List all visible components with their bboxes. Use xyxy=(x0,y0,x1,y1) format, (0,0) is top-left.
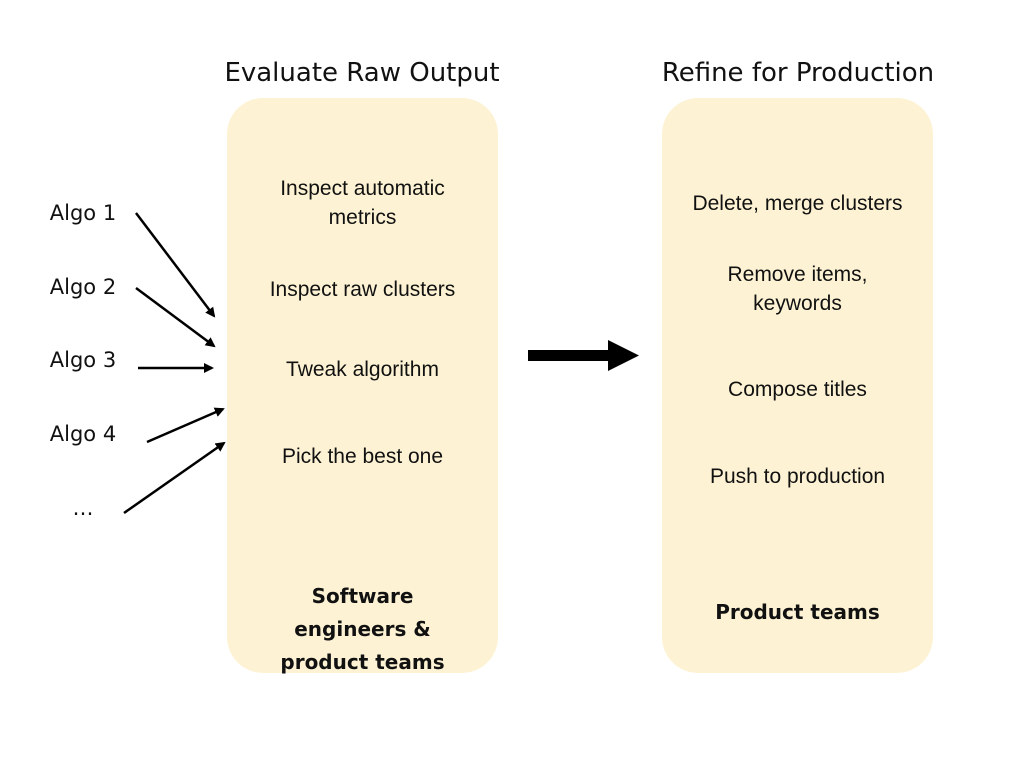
algo-input-3: Algo 3 xyxy=(49,348,117,372)
arrow-algo-4 xyxy=(146,407,225,444)
main-flow-arrow-shaft xyxy=(528,350,610,361)
step-tweak-algorithm: Tweak algorithm xyxy=(286,358,439,381)
step-inspect-metrics: Inspect automatic metrics xyxy=(280,177,445,229)
algo-input-2: Algo 2 xyxy=(49,275,117,299)
arrow-algo-1 xyxy=(135,212,216,318)
step-pick-best: Pick the best one xyxy=(281,445,444,468)
arrow-algo-2 xyxy=(135,286,216,348)
refine-team-label: Product teams xyxy=(715,600,880,624)
evaluate-team-label: Software engineers & product teams xyxy=(280,584,445,674)
algo-input-4: Algo 4 xyxy=(49,422,117,446)
step-delete-merge: Delete, merge clusters xyxy=(692,192,903,215)
refine-column-title: Refine for Production xyxy=(661,58,935,88)
step-remove-items: Remove items, keywords xyxy=(727,263,868,315)
step-push-production: Push to production xyxy=(709,465,886,488)
algo-input-1: Algo 1 xyxy=(49,201,117,225)
refine-for-production-panel: Delete, merge clusters Remove items, key… xyxy=(662,98,933,673)
step-inspect-raw-clusters: Inspect raw clusters xyxy=(269,278,456,301)
algo-input-more: … xyxy=(72,496,94,520)
evaluate-column-title: Evaluate Raw Output xyxy=(224,58,500,88)
step-compose-titles: Compose titles xyxy=(728,378,867,401)
arrow-algo-more xyxy=(123,441,226,515)
evaluate-raw-output-panel: Inspect automatic metrics Inspect raw cl… xyxy=(227,98,498,674)
main-flow-arrow-head xyxy=(608,340,639,371)
